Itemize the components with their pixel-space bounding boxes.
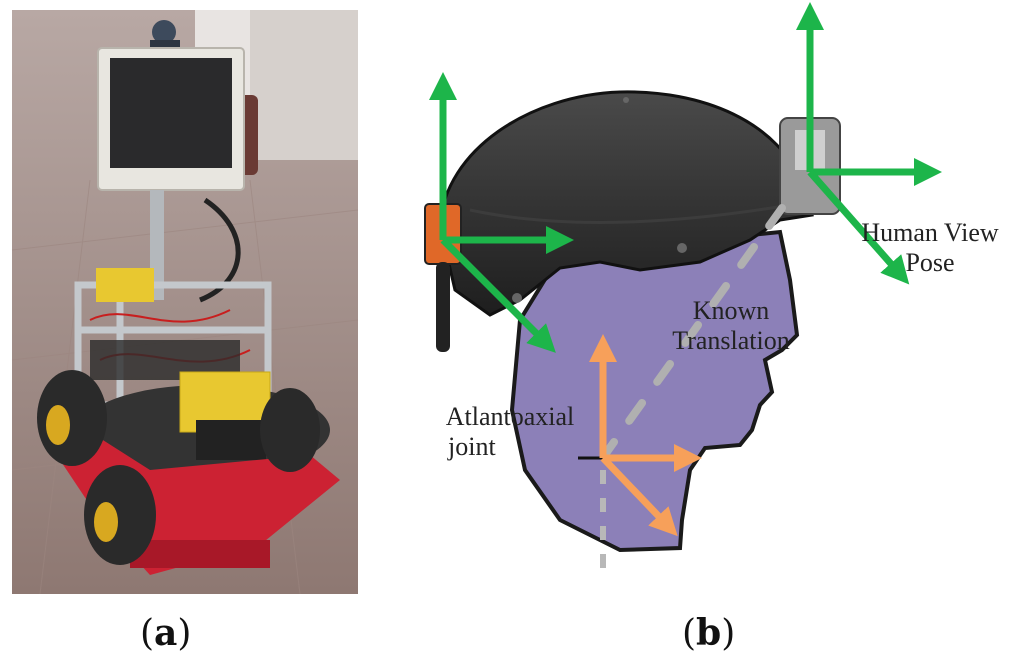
panel-b-letter: b — [696, 612, 722, 654]
joint-axes — [589, 334, 702, 537]
human-view-axes — [796, 1, 942, 285]
panel-b-close-paren: ) — [721, 613, 736, 654]
panel-a-close-paren: ) — [177, 613, 192, 654]
head-diagram — [424, 1, 942, 574]
atlantoaxial-label-line1: Atlantoaxial — [445, 402, 575, 431]
sensor-frame-axes — [429, 72, 574, 353]
helmet — [438, 90, 814, 317]
known-translation-label: Known Translation — [666, 296, 796, 356]
known-translation-label-line1: Known — [692, 296, 770, 325]
photo-doorframe — [250, 10, 358, 160]
panel-label-b: (b) — [682, 612, 735, 654]
human-view-label: Human View Pose — [842, 218, 1018, 278]
panel-a-letter: a — [154, 612, 178, 654]
robot-photo — [11, 10, 359, 595]
human-view-label-line1: Human View — [861, 218, 999, 247]
sensor-cable — [436, 262, 450, 352]
head-silhouette — [509, 229, 800, 553]
atlantoaxial-label: Atlantoaxial joint — [440, 402, 580, 462]
panel-label-a: (a) — [140, 612, 191, 654]
known-translation-label-line2: Translation — [672, 326, 790, 355]
robot-wheels — [37, 370, 320, 565]
monitor-screen — [110, 58, 232, 168]
webcam — [152, 20, 176, 44]
panel-a-open-paren: ( — [140, 613, 155, 654]
panel-b-open-paren: ( — [682, 613, 697, 654]
human-view-label-line2: Pose — [905, 248, 955, 277]
yellow-box-top — [96, 268, 154, 302]
known-translation-line — [600, 204, 786, 460]
atlantoaxial-label-line2: joint — [448, 432, 496, 461]
